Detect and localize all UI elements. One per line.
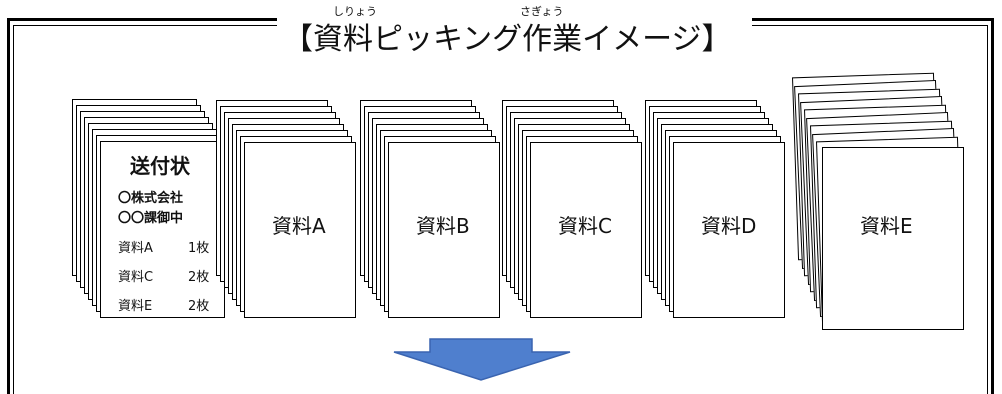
title-ruby-sagyou: さぎょう	[520, 5, 564, 18]
frame-top-right	[752, 18, 994, 21]
doc-stack-label-d: 資料D	[701, 214, 757, 238]
frame-left-inner	[13, 25, 14, 394]
frame-top-left-inner	[13, 25, 277, 26]
cover-department: 〇〇課御中	[118, 211, 184, 226]
doc-stack-front-c	[530, 142, 642, 318]
doc-stack-front-b	[388, 142, 500, 318]
down-arrow-icon	[393, 338, 571, 381]
cover-item-doc: 資料A	[118, 241, 153, 256]
frame-top-right-inner	[752, 25, 988, 26]
diagram-title: 【資料ピッキング作業イメージ】	[283, 22, 732, 57]
doc-stack-label-e: 資料E	[860, 214, 913, 238]
doc-stack-front-e	[822, 147, 964, 330]
cover-item-doc: 資料C	[118, 270, 154, 285]
frame-right-inner	[987, 25, 988, 394]
title-ruby-shiryou: しりょう	[333, 5, 377, 18]
cover-item-doc: 資料E	[118, 299, 153, 314]
doc-stack-label-a: 資料A	[272, 214, 326, 238]
doc-stack-front-d	[673, 142, 785, 318]
cover-item-count: 2枚	[188, 299, 210, 314]
frame-right	[991, 18, 994, 394]
cover-company: 〇株式会社	[118, 191, 184, 206]
frame-top-left	[7, 18, 277, 21]
doc-stack-front-a	[244, 142, 356, 318]
doc-stack-label-b: 資料B	[416, 214, 470, 238]
doc-stack-label-c: 資料C	[558, 214, 612, 238]
cover-item-count: 2枚	[188, 270, 210, 285]
cover-item-count: 1枚	[188, 241, 210, 256]
frame-left	[7, 18, 10, 394]
cover-letter-title: 送付状	[130, 154, 190, 178]
cover-letter-front	[100, 141, 225, 318]
